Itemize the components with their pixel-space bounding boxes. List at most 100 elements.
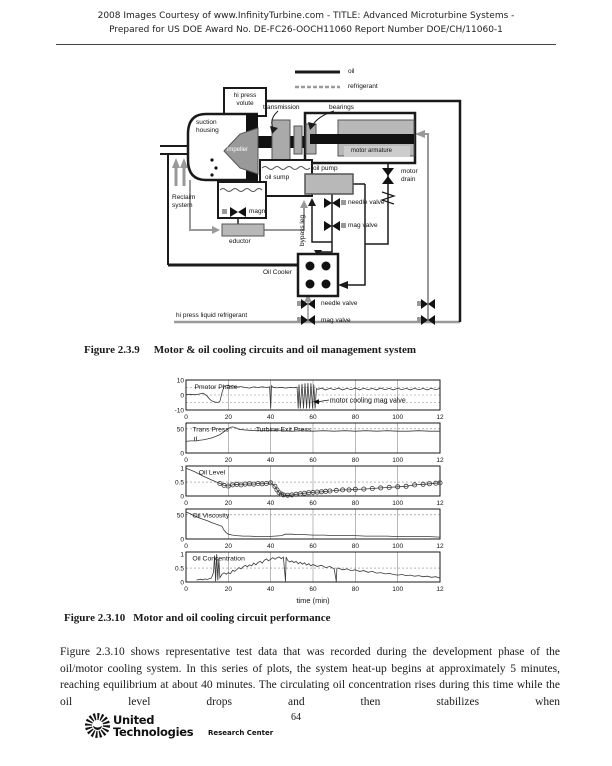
oil-pump-box bbox=[304, 173, 354, 195]
transmission-label: transmission bbox=[263, 104, 300, 111]
eductor-label: eductor bbox=[229, 238, 251, 245]
svg-text:60: 60 bbox=[309, 586, 317, 593]
schematic-drawing bbox=[160, 70, 462, 325]
header-line1: 2008 Images Courtesy of www.InfinityTurb… bbox=[97, 11, 515, 21]
svg-text:12: 12 bbox=[436, 414, 444, 421]
svg-text:20: 20 bbox=[225, 543, 233, 550]
eductor-box bbox=[221, 223, 265, 237]
svg-text:motor cooling mag valve: motor cooling mag valve bbox=[330, 398, 406, 405]
svg-text:20: 20 bbox=[225, 586, 233, 593]
pipes-oil bbox=[160, 70, 462, 322]
hi-press-volute-label: hi press volute bbox=[233, 92, 257, 107]
figure-239-caption: Figure 2.3.9 Motor & oil cooling circuits… bbox=[84, 344, 416, 356]
svg-text:0: 0 bbox=[180, 393, 184, 400]
svg-text:100: 100 bbox=[392, 457, 403, 464]
right-needle-valve-icon bbox=[417, 299, 435, 309]
bearings-label: bearings bbox=[329, 104, 354, 111]
needle-valve-upper-label: needle valve bbox=[348, 199, 385, 206]
transmission-gear-1 bbox=[271, 119, 291, 161]
svg-text:60: 60 bbox=[309, 457, 317, 464]
seal-block-top bbox=[246, 114, 258, 132]
svg-text:80: 80 bbox=[352, 414, 360, 421]
svg-text:-10: -10 bbox=[175, 408, 185, 415]
svg-text:20: 20 bbox=[225, 457, 233, 464]
svg-text:80: 80 bbox=[352, 586, 360, 593]
svg-text:0: 0 bbox=[184, 500, 188, 507]
svg-text:0: 0 bbox=[184, 457, 188, 464]
legend-refrigerant-label: refrigerant bbox=[348, 83, 378, 90]
svg-text:10: 10 bbox=[177, 378, 185, 385]
svg-text:60: 60 bbox=[309, 500, 317, 507]
svg-text:0: 0 bbox=[180, 580, 184, 587]
mag-valve-upper-label: mag valve bbox=[348, 222, 378, 229]
svg-text:0: 0 bbox=[180, 494, 184, 501]
svg-text:100: 100 bbox=[392, 414, 403, 421]
mag-valve-upper-icon bbox=[324, 221, 346, 231]
svg-text:0: 0 bbox=[184, 586, 188, 593]
svg-text:Oil Viscosity: Oil Viscosity bbox=[192, 513, 229, 520]
svg-text:Trans Press: Trans Press bbox=[192, 427, 229, 434]
svg-text:Oil Concentration: Oil Concentration bbox=[192, 555, 245, 562]
body-paragraph: Figure 2.3.10 shows representative test … bbox=[60, 646, 560, 708]
hi-press-volute-box bbox=[223, 87, 267, 117]
bypass-leg-label: bypass leg bbox=[299, 214, 306, 246]
svg-text:12: 12 bbox=[436, 543, 444, 550]
suction-housing-label: suction housing bbox=[196, 119, 219, 134]
impeller-shape bbox=[223, 127, 259, 175]
needle-valve-lower-icon bbox=[297, 299, 315, 309]
figure-239-diagram: oil refrigerant hi press volute suction … bbox=[160, 56, 475, 348]
needle-valve-upper-icon bbox=[324, 198, 346, 208]
oil-sump-box bbox=[259, 159, 313, 197]
header-line2: Prepared for US DOE Award No. DE-FC26-OO… bbox=[109, 24, 503, 35]
svg-text:Turbine Exit Press: Turbine Exit Press bbox=[256, 427, 312, 434]
utc-brand-line1: United bbox=[113, 713, 155, 727]
svg-text:20: 20 bbox=[225, 414, 233, 421]
oil-cooler-ports bbox=[305, 261, 331, 289]
header-divider bbox=[56, 44, 556, 45]
needle-valve-lower-label: needle valve bbox=[321, 300, 358, 307]
svg-text:80: 80 bbox=[352, 457, 360, 464]
svg-text:0: 0 bbox=[180, 537, 184, 544]
figure-2310-caption-label: Figure 2.3.10 bbox=[64, 612, 126, 624]
svg-text:100: 100 bbox=[392, 500, 403, 507]
oil-cooler-label: Oil Cooler bbox=[263, 269, 292, 276]
svg-text:0: 0 bbox=[180, 451, 184, 458]
motor-shaft bbox=[310, 134, 414, 144]
svg-text:1: 1 bbox=[180, 552, 184, 559]
svg-text:80: 80 bbox=[352, 543, 360, 550]
utc-logo bbox=[85, 713, 110, 738]
figure-239-caption-label: Figure 2.3.9 bbox=[84, 344, 140, 356]
sump-oil-surface bbox=[261, 166, 311, 170]
svg-text:40: 40 bbox=[267, 414, 275, 421]
svg-text:60: 60 bbox=[309, 414, 317, 421]
page-number: 64 bbox=[291, 712, 301, 723]
svg-text:40: 40 bbox=[267, 586, 275, 593]
svg-text:80: 80 bbox=[352, 500, 360, 507]
svg-text:100: 100 bbox=[392, 543, 403, 550]
drain-zigzag bbox=[380, 191, 396, 205]
svg-text:time (min): time (min) bbox=[296, 596, 330, 605]
svg-text:12: 12 bbox=[436, 500, 444, 507]
oil-droplets bbox=[210, 158, 218, 177]
transmission-gear-2 bbox=[293, 125, 303, 155]
oil-cooler-box bbox=[296, 252, 340, 298]
svg-text:20: 20 bbox=[225, 500, 233, 507]
legend-oil-label: oil bbox=[348, 68, 355, 75]
figure-239-caption-text: Motor & oil cooling circuits and oil man… bbox=[153, 344, 417, 356]
svg-text:0.5: 0.5 bbox=[175, 480, 184, 487]
mag-valve-lower-icon bbox=[297, 315, 315, 325]
right-mag-valve-icon bbox=[417, 315, 435, 325]
svg-text:100: 100 bbox=[392, 586, 403, 593]
page-header: 2008 Images Courtesy of www.InfinityTurb… bbox=[50, 10, 562, 38]
svg-text:60: 60 bbox=[309, 543, 317, 550]
motor-drain-valve-icon bbox=[382, 168, 394, 184]
svg-text:12: 12 bbox=[436, 586, 444, 593]
hi-press-liquid-refrigerant-label: hi press liquid refrigerant bbox=[176, 312, 248, 319]
